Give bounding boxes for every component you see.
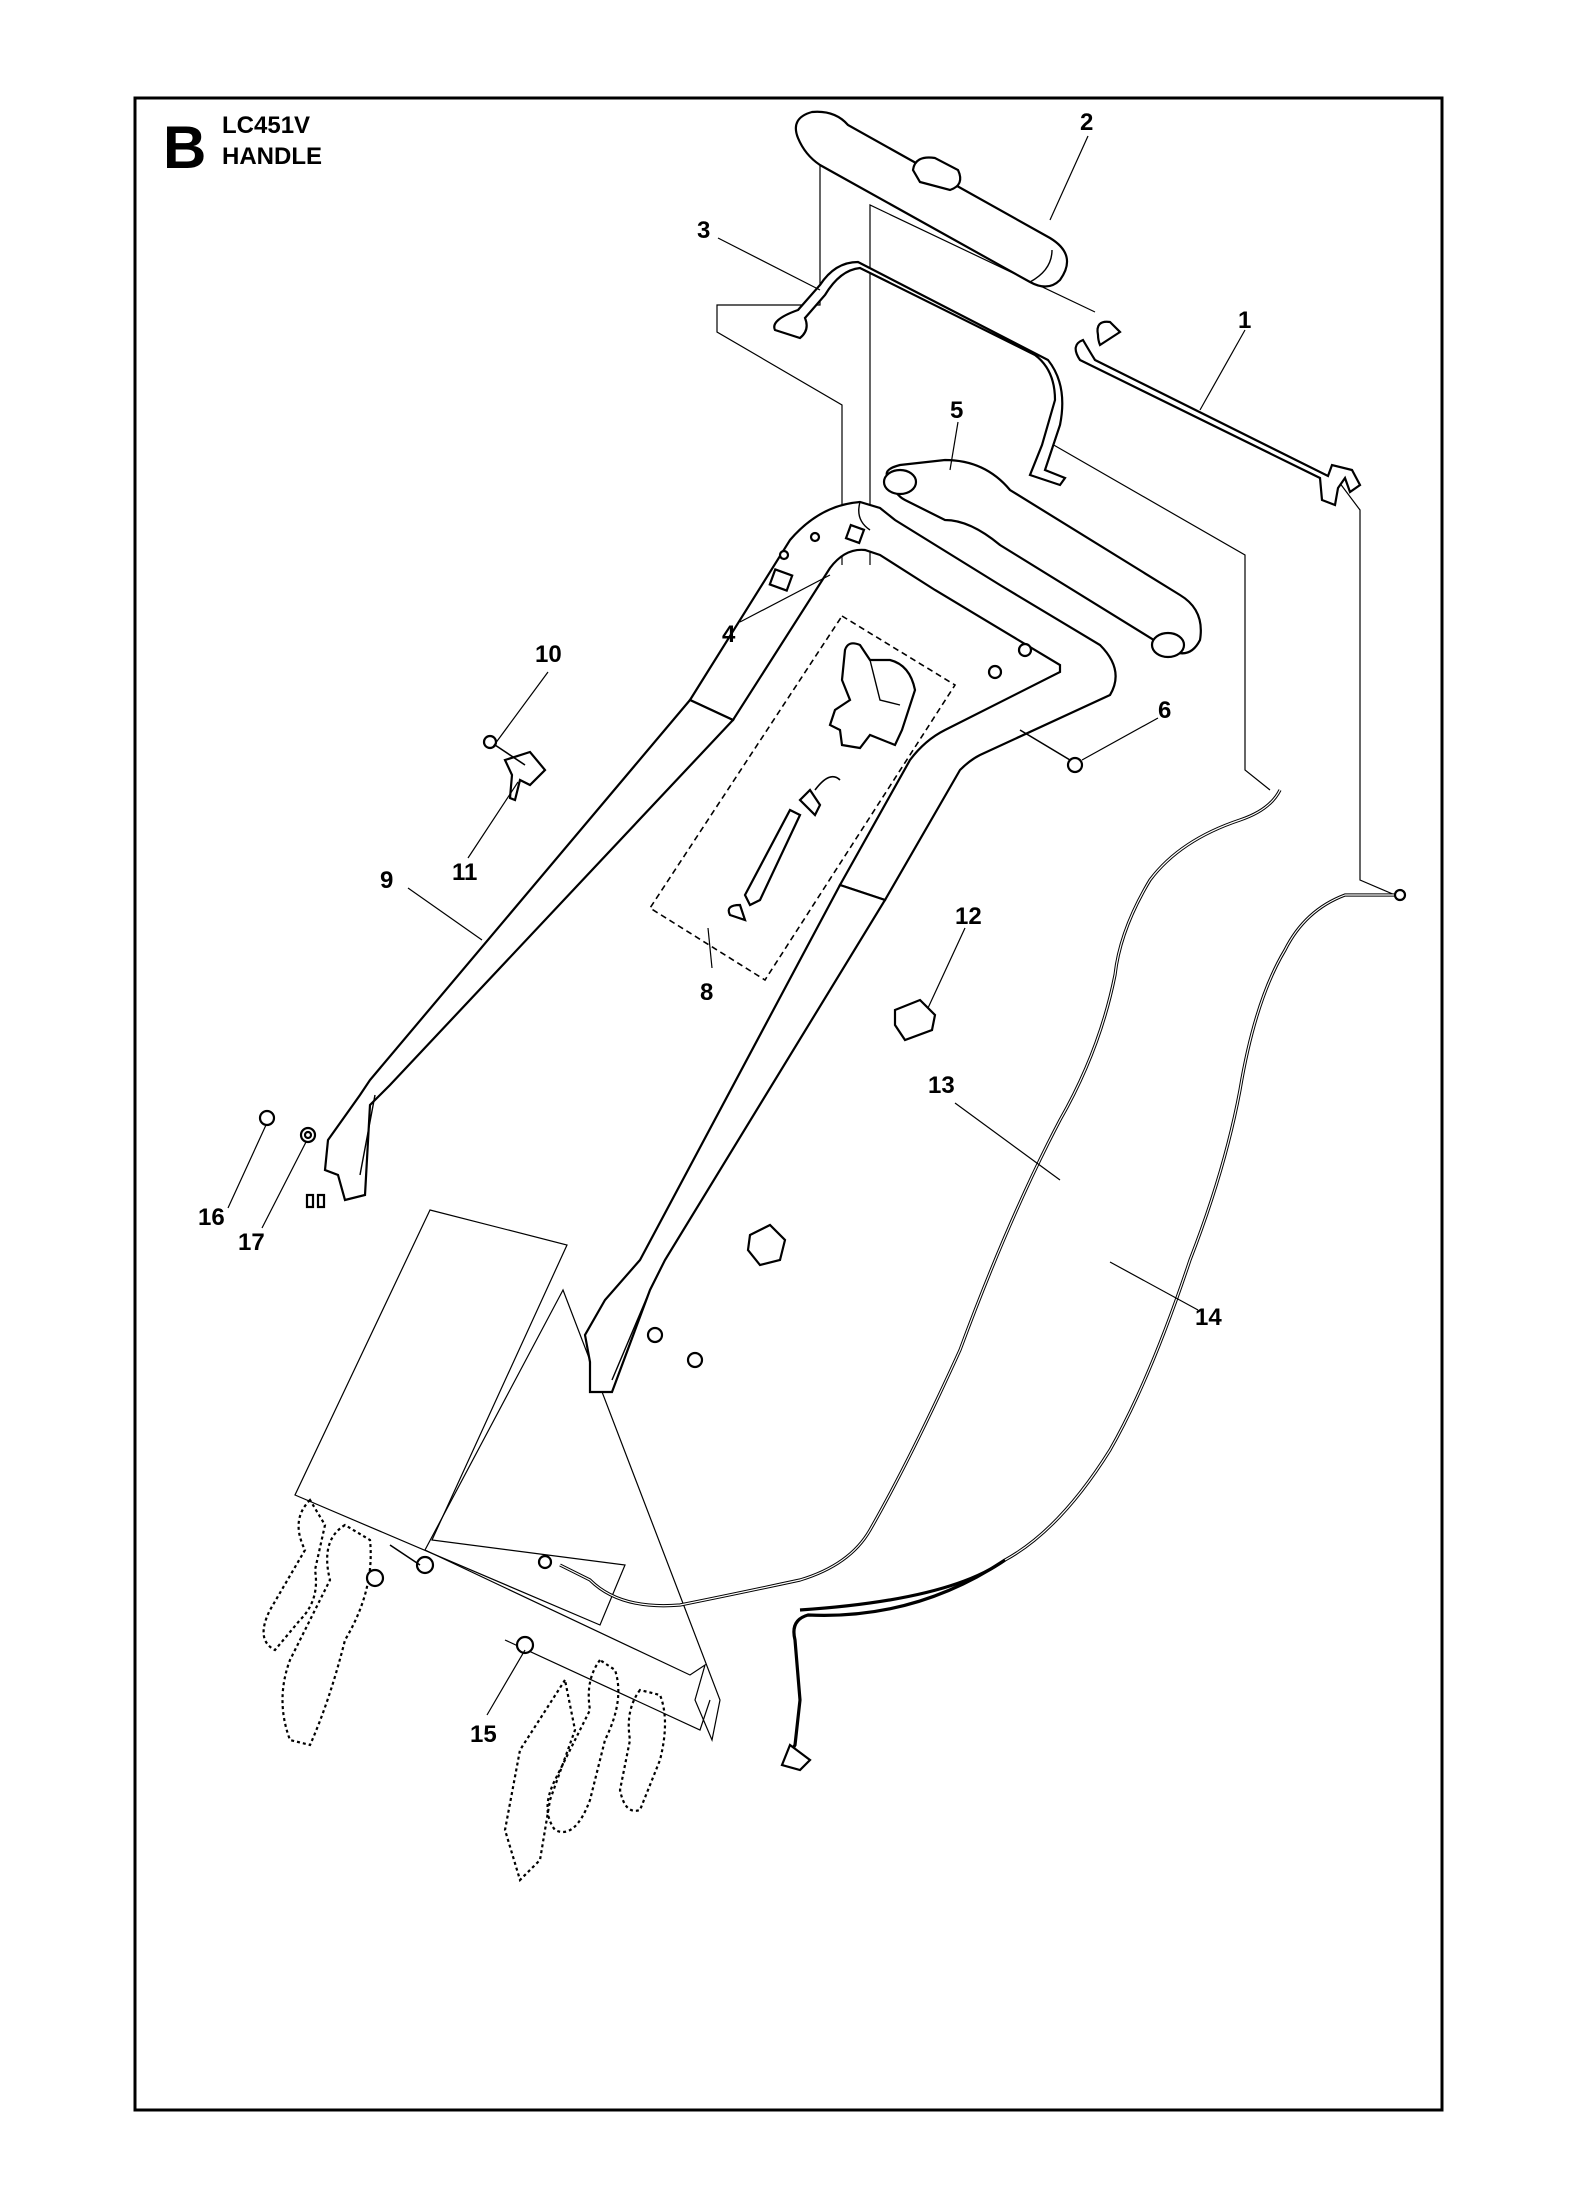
model-name: LC451V — [222, 112, 310, 139]
part-9-lower-handle-left — [305, 698, 735, 1209]
part-1-linkage-rod — [1074, 320, 1362, 507]
callout-10: 10 — [535, 641, 562, 668]
part-14-cable — [780, 888, 1407, 1772]
part-16-17-nut-washer — [258, 1109, 704, 1369]
callout-labels: 1 2 3 4 5 6 8 9 10 11 12 13 14 15 16 17 — [198, 109, 1251, 1748]
part-5-handle-foam — [882, 458, 1202, 659]
section-name: HANDLE — [222, 143, 322, 170]
callout-13: 13 — [928, 1072, 955, 1099]
callout-2: 2 — [1080, 109, 1093, 136]
callout-14: 14 — [1195, 1304, 1222, 1331]
callout-1: 1 — [1238, 307, 1251, 334]
part-6-bolts — [987, 642, 1084, 774]
projection-planes — [294, 140, 1396, 1743]
section-letter: B — [163, 114, 206, 181]
lower-handle-right — [583, 883, 887, 1394]
callout-15: 15 — [470, 1721, 497, 1748]
section-header: B LC451V HANDLE — [163, 112, 322, 181]
callout-16: 16 — [198, 1204, 225, 1231]
page-frame — [133, 96, 1444, 2112]
leader-lines — [227, 135, 1246, 1716]
part-12-cable-clips — [746, 998, 937, 1267]
part-3-control-rod — [773, 260, 1067, 487]
part-4-nuts — [768, 523, 866, 593]
part-15-pivot-brackets — [262, 1498, 667, 1883]
callout-11: 11 — [452, 859, 477, 886]
callout-17: 17 — [238, 1229, 265, 1256]
callout-12: 12 — [955, 903, 982, 930]
part-13-cable — [537, 789, 1282, 1608]
callout-5: 5 — [950, 397, 963, 424]
part-2-grip-cover — [794, 110, 1069, 288]
callout-9: 9 — [380, 867, 393, 894]
part-8-control-assembly — [648, 614, 957, 982]
callout-8: 8 — [700, 979, 713, 1006]
callout-6: 6 — [1158, 697, 1171, 724]
callout-3: 3 — [697, 217, 710, 244]
callout-4: 4 — [722, 621, 736, 648]
